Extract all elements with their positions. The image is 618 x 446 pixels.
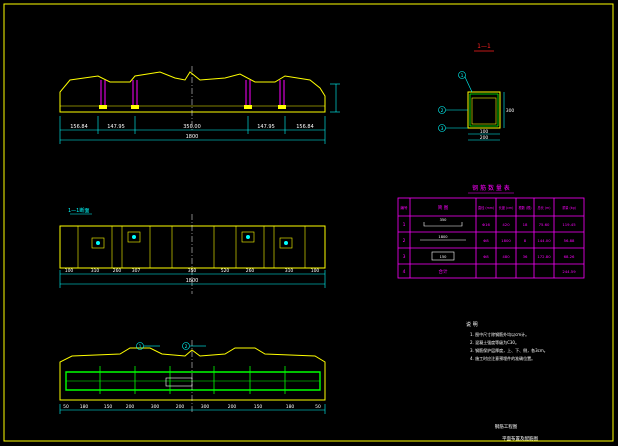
note-2: 2. 混凝土强度等级为C30。 (470, 339, 519, 345)
drawing-frame (3, 3, 614, 442)
section-dim-1: 100 (480, 129, 489, 135)
table-r2-count: 8 (524, 238, 527, 243)
section-callout-2: 2 (441, 108, 444, 114)
table-r3-count: 36 (523, 254, 528, 259)
plan-outline (59, 225, 326, 269)
note-3: 3. 钢筋保护层厚度，上、下、侧，各3cm。 (470, 347, 548, 353)
elevation-outline (59, 71, 326, 113)
table-header-total: 总长 (m) (538, 205, 551, 210)
table-r3-total: 172.80 (537, 254, 551, 259)
elevation-dim-4: 147.95 (257, 124, 275, 130)
rebar-dim-8: 200 (228, 404, 237, 410)
table-header-sketch: 简 图 (438, 204, 449, 211)
rebar-view: 1 2 50 180 150 200 300 200 300 200 150 1… (59, 340, 326, 414)
section-dim-3: 300 (506, 108, 515, 114)
table-header-count: 根数 (根) (518, 205, 531, 210)
rebar-view-outline (59, 347, 326, 401)
rebar-dim-2: 180 (80, 404, 89, 410)
rebar-dim-10: 180 (286, 404, 295, 410)
main-rebar (65, 371, 321, 391)
section-callout-3: 3 (441, 126, 444, 132)
table-r3-len: 480 (502, 254, 510, 259)
table-r1-total: 75.60 (539, 222, 550, 227)
table-header-dia: 直径 (mm) (478, 205, 494, 210)
plan-dim-2: 310 (91, 268, 100, 274)
rebar-dim-7: 300 (201, 404, 210, 410)
plan-dimensions (59, 270, 326, 288)
title-block: 钢筋工程图 平面布置及配筋图 (495, 423, 539, 442)
table-r3-weight: 68.26 (564, 254, 575, 259)
section-marker-label: 1—1断面 (68, 207, 89, 214)
rebar-dim-5: 300 (151, 404, 160, 410)
plan-dim-5: 350 (188, 268, 197, 274)
table-r4-label: 合计 (439, 268, 448, 275)
table-r3-dia: Φ8 (483, 254, 489, 259)
table-r2-dia: Φ8 (483, 238, 489, 243)
table-r2-total: 144.00 (537, 238, 551, 243)
table-r2-weight: 56.88 (564, 238, 575, 243)
rebar-dim-11: 50 (315, 404, 321, 410)
table-r3-sketch: 150 (440, 255, 448, 259)
table-header-len: 长度 (cm) (499, 205, 514, 210)
svg-text:2: 2 (185, 344, 188, 350)
notes-title: 说 明 (466, 321, 478, 328)
plan-dim-4: 307 (132, 268, 141, 274)
section-detail: 1—1 1 2 3 100 200 300 (438, 43, 515, 141)
elevation-posts (100, 80, 285, 108)
title-block-label: 钢筋工程图 (495, 423, 518, 430)
elevation-dim-3: 350.00 (183, 124, 201, 130)
table-header-no: 编号 (400, 205, 408, 210)
rebar-dimensions (59, 404, 326, 414)
table-r4-weight: 244.59 (562, 269, 576, 274)
table-r1-no: 1 (403, 222, 406, 228)
table-r1-len: 420 (502, 222, 510, 227)
plan-dim-7: 260 (246, 268, 255, 274)
elevation-dim-1: 156.84 (70, 124, 88, 130)
table-r1-count: 18 (523, 222, 528, 227)
table-r2-sketch: 1800 (438, 235, 448, 239)
elevation-dim-2: 147.95 (107, 124, 125, 130)
elevation-dim-5: 156.84 (296, 124, 314, 130)
plan-dim-8: 310 (285, 268, 294, 274)
table-r2-no: 2 (403, 238, 406, 244)
section-outer (467, 91, 501, 129)
table-r1-sketch: 350 (440, 218, 448, 222)
note-1: 1. 图中尺寸除钢筋外均以cm计。 (470, 331, 529, 337)
rebar-quantity-table: 钢 筋 数 量 表 编号 简 图 直径 (mm) 长度 (cm) 根数 (根) … (397, 184, 585, 279)
section-inner (471, 97, 497, 125)
table-title: 钢 筋 数 量 表 (472, 184, 510, 192)
section-dim-2: 200 (480, 135, 489, 141)
rebar-dim-9: 150 (254, 404, 263, 410)
plan-dim-total: 1800 (186, 278, 199, 284)
svg-text:1: 1 (139, 344, 142, 350)
section-detail-title: 1—1 (477, 43, 491, 50)
rebar-dim-6: 200 (176, 404, 185, 410)
table-r4-no: 4 (403, 269, 406, 275)
table-r2-len: 1800 (501, 238, 511, 243)
elevation-dimensions (59, 83, 340, 144)
elevation-view: 156.84 147.95 350.00 147.95 156.84 1800 (59, 66, 340, 144)
plan-view: 1—1断面 100 310 260 307 350 520 260 310 10… (59, 207, 326, 294)
plan-dim-6: 520 (221, 268, 230, 274)
table-r3-no: 3 (403, 254, 406, 260)
plan-dim-9: 100 (311, 268, 320, 274)
rebar-dim-1: 50 (63, 404, 69, 410)
plan-dim-3: 260 (113, 268, 122, 274)
rebar-dim-3: 150 (104, 404, 113, 410)
note-4: 4. 施工时应注意预埋件的准确位置。 (470, 355, 535, 361)
rebar-dim-4: 200 (126, 404, 135, 410)
table-r1-weight: 119.45 (562, 222, 576, 227)
plan-dim-1: 100 (65, 268, 74, 274)
drawing-name: 平面布置及配筋图 (502, 435, 538, 442)
section-callout-1: 1 (461, 73, 464, 79)
notes: 说 明 1. 图中尺寸除钢筋外均以cm计。 2. 混凝土强度等级为C30。 3.… (466, 321, 548, 361)
table-r1-dia: Φ16 (482, 222, 490, 227)
table-header-weight: 重量 (kg) (562, 205, 576, 210)
elevation-dim-total: 1800 (186, 134, 199, 140)
